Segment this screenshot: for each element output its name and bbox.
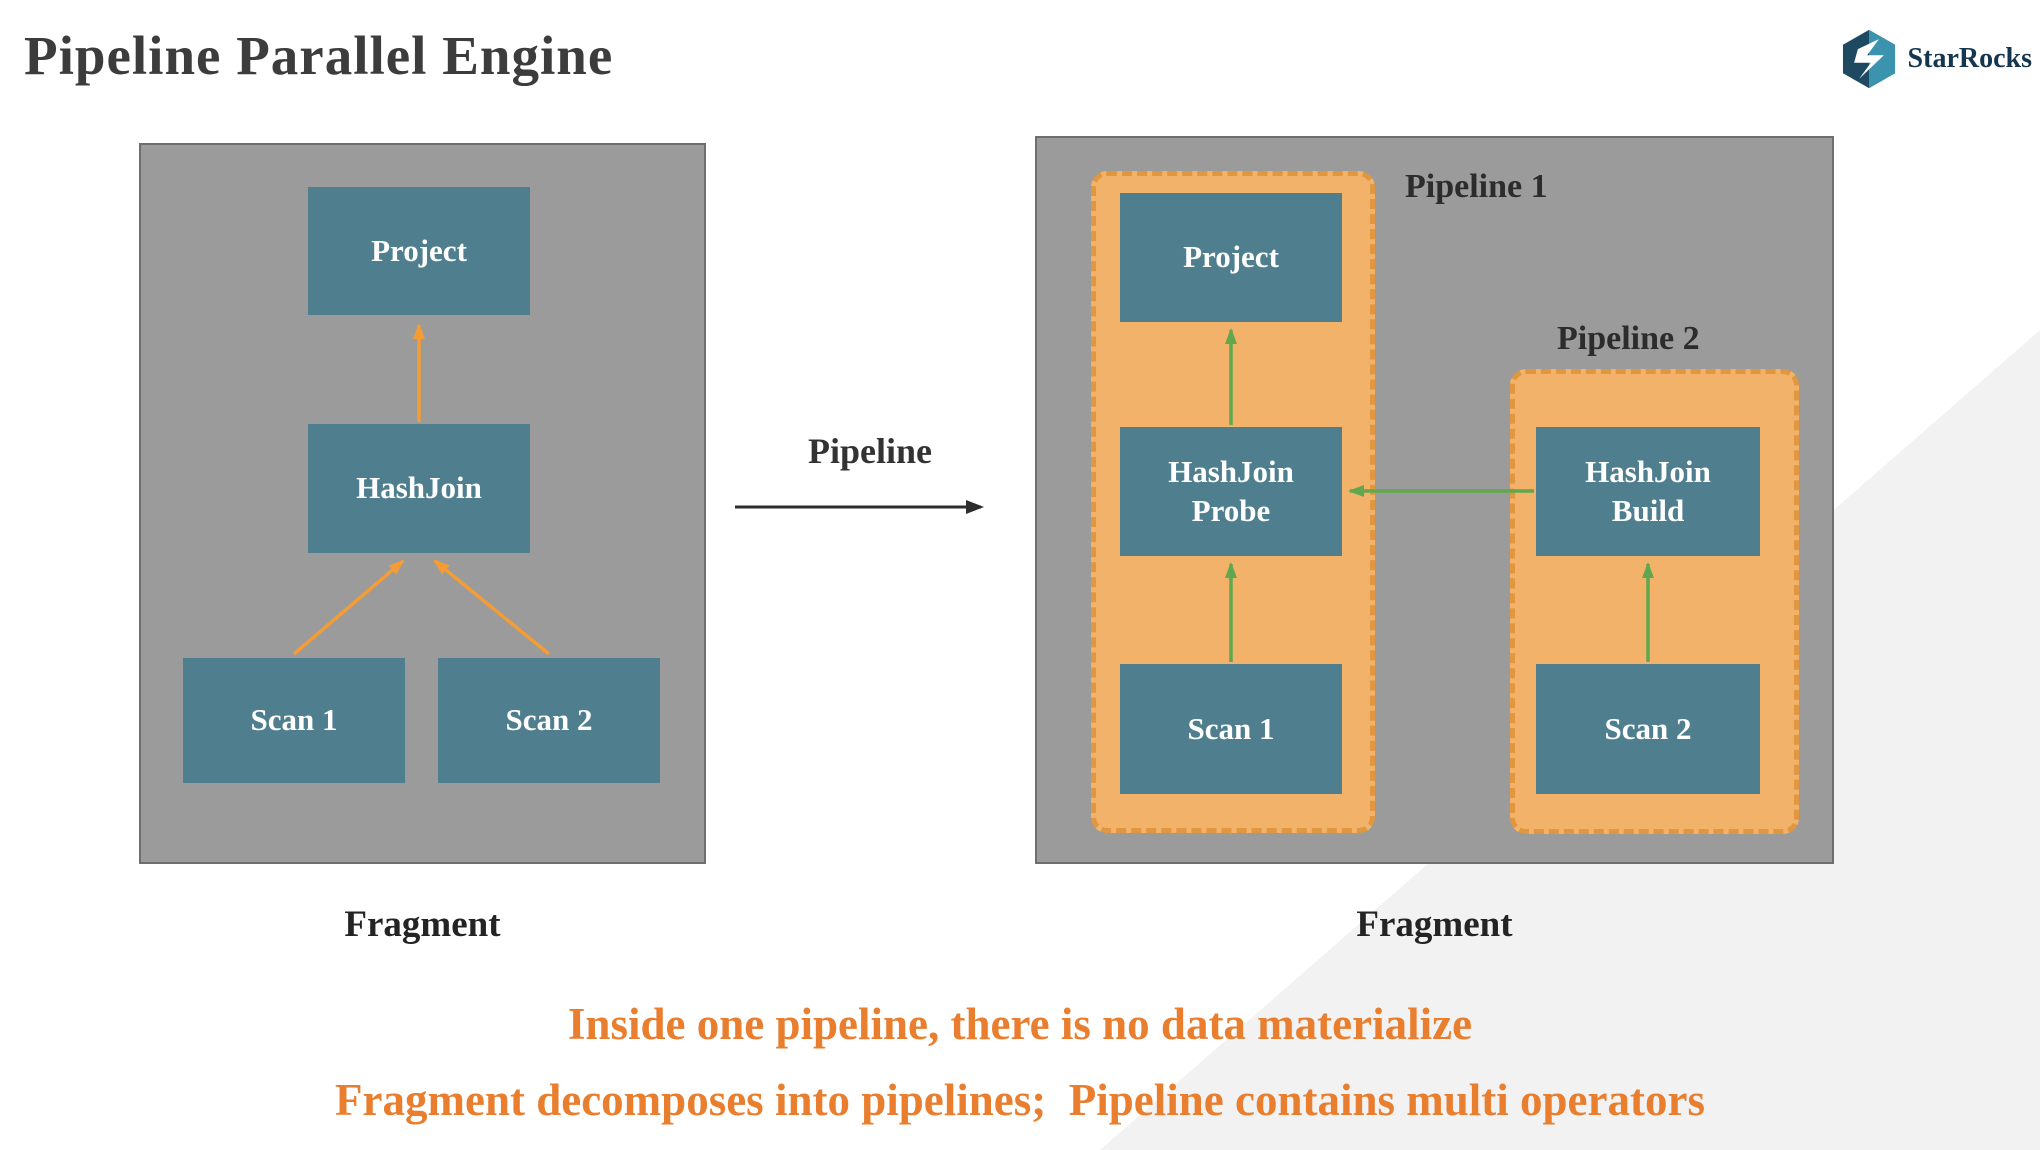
node-project-left: Project: [308, 187, 530, 315]
right-fragment-caption: Fragment: [1356, 904, 1513, 945]
node-hashjoin-left: HashJoin: [308, 424, 530, 553]
left-fragment-caption: Fragment: [344, 904, 501, 945]
node-hashjoin-build: HashJoin Build: [1536, 427, 1760, 556]
pipeline2-label: Pipeline 2: [1557, 320, 1700, 357]
brand-name: StarRocks: [1907, 43, 2032, 74]
page-title: Pipeline Parallel Engine: [24, 25, 614, 86]
right-fragment-panel: Pipeline 1 Pipeline 2 Project HashJoin P…: [1035, 136, 1834, 864]
node-hashjoin-probe: HashJoin Probe: [1120, 427, 1342, 556]
node-project-right: Project: [1120, 193, 1342, 322]
caption-line1: Inside one pipeline, there is no data ma…: [567, 999, 1473, 1049]
transition-label: Pipeline: [808, 431, 932, 471]
node-scan1-right: Scan 1: [1120, 664, 1342, 794]
caption-line2: Fragment decomposes into pipelines; Pipe…: [335, 1075, 1705, 1125]
node-scan2-right: Scan 2: [1536, 664, 1760, 794]
transition-arrow: [735, 500, 984, 514]
node-scan1-left: Scan 1: [183, 658, 405, 783]
starrocks-icon: [1838, 28, 1900, 90]
node-scan2-left: Scan 2: [438, 658, 660, 783]
pipeline1-label: Pipeline 1: [1405, 168, 1548, 205]
left-fragment-panel: Project HashJoin Scan 1 Scan 2: [139, 143, 706, 864]
brand-logo: StarRocks: [1838, 28, 2032, 90]
